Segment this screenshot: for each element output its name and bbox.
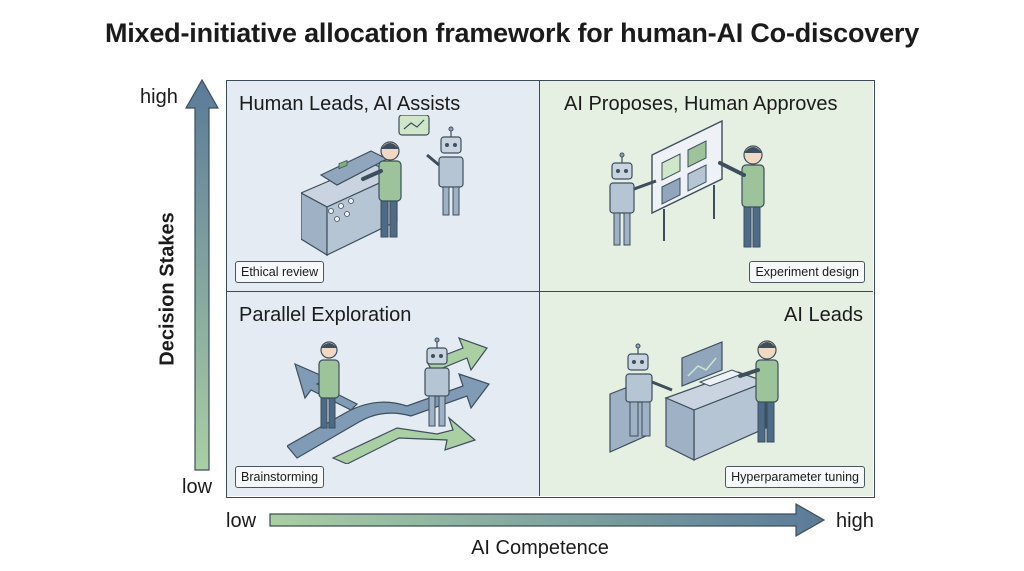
example-tag: Ethical review xyxy=(235,261,325,283)
allocation-matrix: Human Leads, AI Assists xyxy=(226,80,875,498)
x-axis-low-label: low xyxy=(226,510,257,532)
quadrant-ai-leads: AI Leads Hy xyxy=(539,291,873,496)
quadrant-title: Parallel Exploration xyxy=(239,304,412,326)
quadrant-title: Human Leads, AI Assists xyxy=(239,93,461,115)
y-axis-title: Decision Stakes xyxy=(156,212,179,366)
y-axis-low-label: low xyxy=(182,476,213,498)
human-at-console-illustration xyxy=(301,115,464,257)
quadrant-title: AI Leads xyxy=(784,304,863,326)
example-tag: Experiment design xyxy=(749,261,865,283)
robot-presenting-board-illustration xyxy=(609,119,765,248)
quadrant-human-leads: Human Leads, AI Assists xyxy=(227,81,539,291)
x-axis-title: AI Competence xyxy=(471,537,609,559)
y-axis-arrow xyxy=(184,78,220,471)
quadrant-parallel-exploration: Parallel Exploration Brainstorming xyxy=(227,291,539,496)
quadrant-title: AI Proposes, Human Approves xyxy=(564,93,838,115)
example-tag: Hyperparameter tuning xyxy=(725,466,865,488)
y-axis-high-label: high xyxy=(140,86,178,108)
parallel-paths-illustration xyxy=(287,336,490,464)
robot-at-workstation-illustration xyxy=(609,340,779,461)
example-tag: Brainstorming xyxy=(235,466,325,488)
quadrant-ai-proposes: AI Proposes, Human Approves xyxy=(539,81,873,291)
diagram-title: Mixed-initiative allocation framework fo… xyxy=(104,18,920,48)
x-axis-arrow xyxy=(269,502,826,538)
x-axis-high-label: high xyxy=(836,510,874,532)
